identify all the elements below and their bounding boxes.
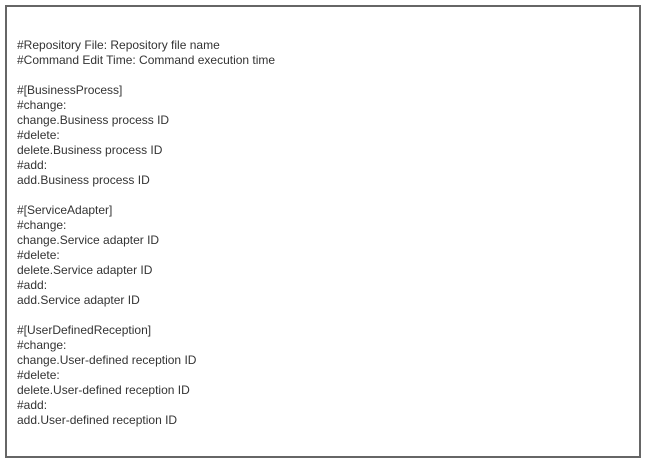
text-line: #add:: [17, 158, 48, 172]
text-line: change.Service adapter ID: [17, 233, 160, 247]
text-line: add.Business process ID: [17, 173, 150, 187]
repository-file-line: #Repository File: Repository file name: [17, 38, 220, 52]
text-line: #add:: [17, 398, 48, 412]
text-line: add.User-defined reception ID: [17, 413, 178, 427]
section-header-userdefinedreception: #[UserDefinedReception]: [17, 323, 152, 337]
text-line: #delete:: [17, 128, 60, 142]
text-line: #delete:: [17, 248, 60, 262]
text-line: delete.User-defined reception ID: [17, 383, 190, 397]
text-line: delete.Business process ID: [17, 143, 163, 157]
text-line: #change:: [17, 218, 67, 232]
blank-line: [17, 308, 633, 323]
text-line: add.Service adapter ID: [17, 293, 140, 307]
command-file-format-box: #Repository File: Repository file name #…: [5, 5, 641, 458]
text-line: #change:: [17, 98, 67, 112]
text-line: #delete:: [17, 368, 60, 382]
text-line: change.User-defined reception ID: [17, 353, 197, 367]
section-header-businessprocess: #[BusinessProcess]: [17, 83, 123, 97]
text-line: #add:: [17, 278, 48, 292]
blank-line: [17, 188, 633, 203]
section-header-serviceadapter: #[ServiceAdapter]: [17, 203, 113, 217]
command-file-listing: #Repository File: Repository file name #…: [17, 38, 633, 428]
text-line: #change:: [17, 338, 67, 352]
command-edit-time-line: #Command Edit Time: Command execution ti…: [17, 53, 276, 67]
text-line: change.Business process ID: [17, 113, 170, 127]
text-line: delete.Service adapter ID: [17, 263, 153, 277]
blank-line: [17, 68, 633, 83]
